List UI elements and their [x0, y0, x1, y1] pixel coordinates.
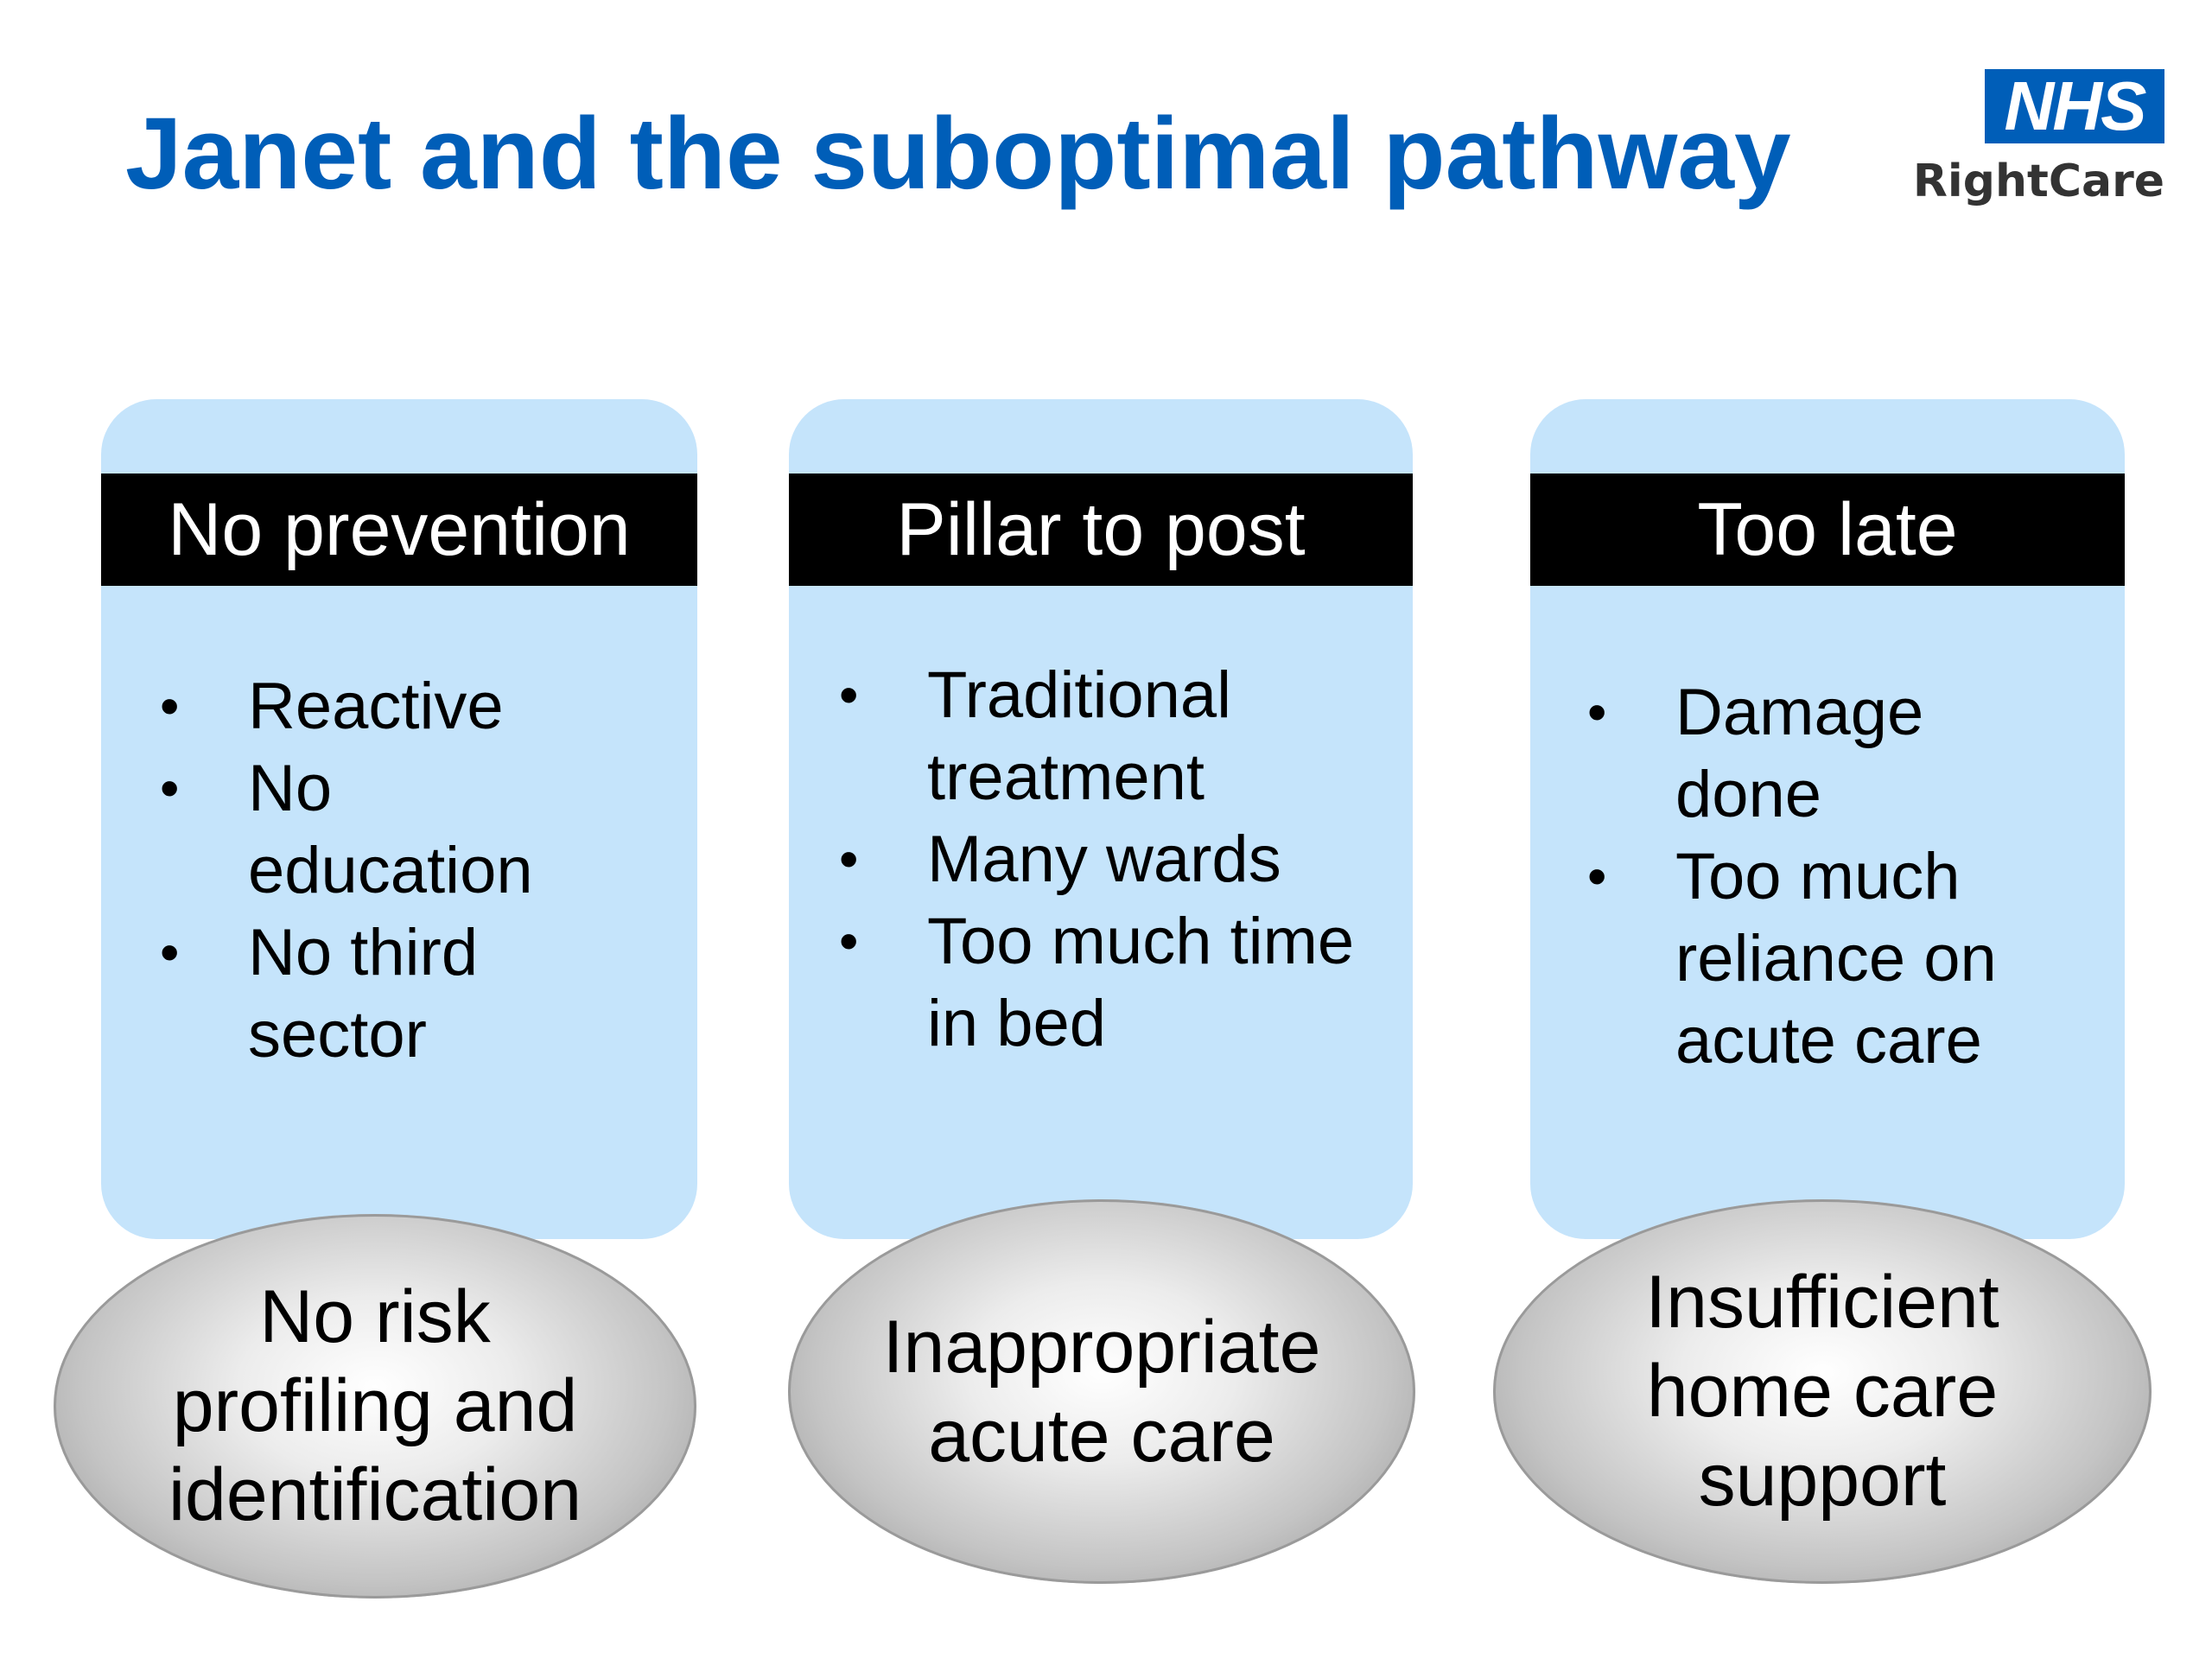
oval-text: Inappropriate acute care [882, 1305, 1321, 1478]
list-item: • Damage done [1530, 671, 2107, 836]
bullet-icon: • [839, 664, 859, 726]
bullet-icon: • [839, 828, 859, 890]
list-item: • No third sector [101, 912, 680, 1076]
list-item: • Reactive [101, 665, 680, 747]
bullet-text: Many wards [927, 823, 1281, 896]
oval-text: Insufficient home care support [1645, 1261, 1999, 1522]
bullet-icon: • [1587, 681, 1607, 743]
rightcare-wordmark: RightCare [1912, 156, 2164, 207]
oval-inappropriate-acute-care: Inappropriate acute care [788, 1199, 1415, 1584]
oval-text: No risk profiling and identification [168, 1275, 582, 1536]
nhs-rightcare-logo: NHS RightCare [1913, 69, 2164, 216]
list-item: • No education [101, 747, 680, 912]
list-item: • Too much reliance on acute care [1530, 836, 2107, 1082]
bullet-list: • Damage done • Too much reliance on acute… [1530, 671, 2107, 1082]
bullet-icon: • [160, 675, 180, 737]
slide-title: Janet and the suboptimal pathway [125, 97, 1791, 211]
bullet-text: No third sector [248, 916, 479, 1071]
bullet-list: • Reactive • No education • No third sector [101, 665, 680, 1076]
bullet-text: Too much time in bed [927, 905, 1355, 1060]
bullet-text: Damage done [1675, 676, 1924, 831]
bullet-text: Traditional treatment [927, 658, 1232, 814]
bullet-icon: • [1587, 845, 1607, 907]
list-item: • Too much time in bed [789, 900, 1395, 1065]
panel-header: No prevention [101, 474, 697, 586]
bullet-icon: • [839, 910, 859, 972]
bullet-text: Reactive [248, 670, 504, 743]
panel-too-late: Too late • Damage done • Too much reliance… [1530, 399, 2125, 1239]
bullet-list: • Traditional treatment • Many wards • Too … [789, 654, 1395, 1065]
oval-insufficient-home-care: Insufficient home care support [1493, 1199, 2152, 1584]
panel-pillar-to-post: Pillar to post • Traditional treatment • M… [789, 399, 1413, 1239]
list-item: • Many wards [789, 818, 1395, 900]
oval-no-risk-profiling: No risk profiling and identification [54, 1214, 696, 1599]
panel-no-prevention: No prevention • Reactive • No education • N… [101, 399, 697, 1239]
bullet-icon: • [160, 921, 180, 983]
bullet-text: Too much reliance on acute care [1675, 840, 1997, 1077]
nhs-logo-box: NHS [1985, 69, 2164, 143]
bullet-icon: • [160, 757, 180, 819]
bullet-text: No education [248, 752, 533, 907]
panel-header: Pillar to post [789, 474, 1413, 586]
list-item: • Traditional treatment [789, 654, 1395, 818]
panel-header: Too late [1530, 474, 2125, 586]
